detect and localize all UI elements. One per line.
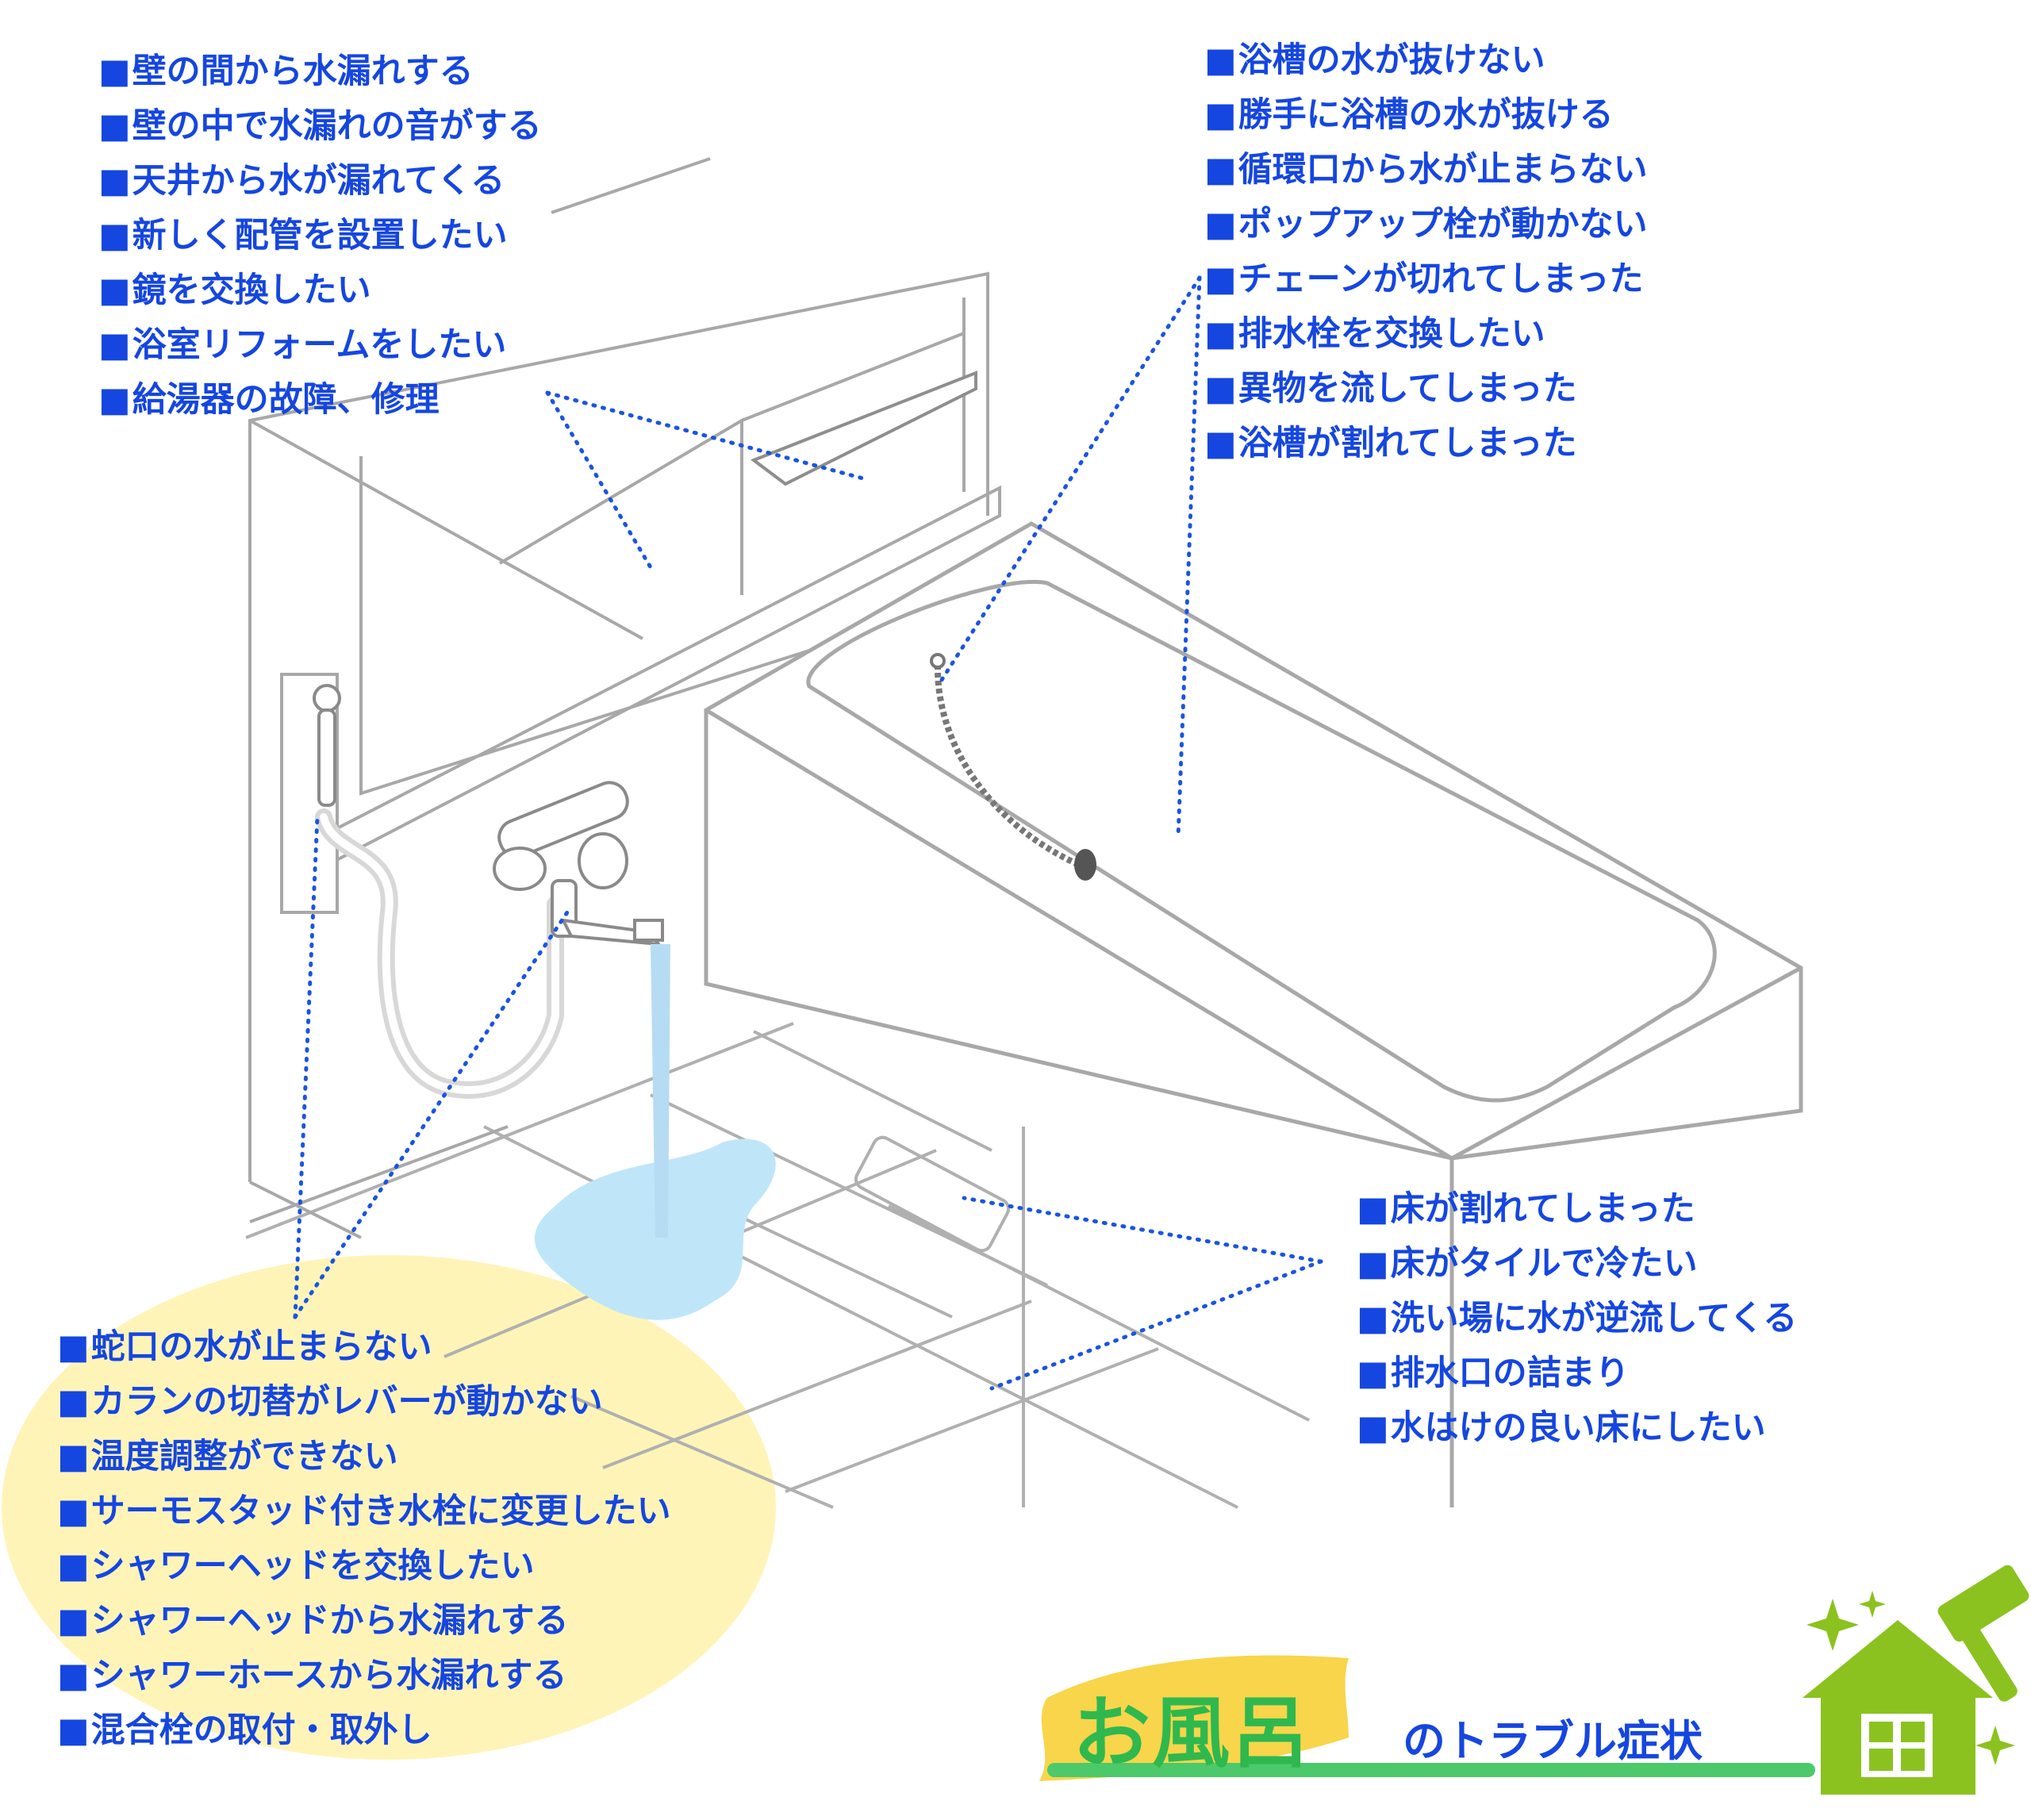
list-item: 排水口の詰まり (1357, 1346, 1797, 1401)
list-item: 洗い場に水が逆流してくる (1357, 1292, 1798, 1346)
list-item: 給湯器の故障、修理 (98, 373, 542, 428)
list-item: 混合栓の取付・取外し (57, 1703, 671, 1758)
floor-drain (854, 1135, 1011, 1253)
drain-stopper (1074, 849, 1096, 881)
list-item: シャワーヘッドを交換したい (57, 1539, 671, 1594)
hammer-icon (1937, 1565, 2029, 1702)
sparkle-icon (1806, 1591, 2015, 1765)
list-item: カランの切替がレバーが動かない (57, 1375, 671, 1430)
list-item: 床がタイルで冷たい (1357, 1237, 1797, 1292)
title-main: お風呂 (1073, 1688, 1311, 1779)
wall-shelf (750, 371, 977, 486)
list-item: 蛇口の水が止まらない (57, 1320, 671, 1375)
list-item: 温度調整ができない (57, 1430, 671, 1484)
floor-tiles (245, 1022, 1310, 1509)
list-item: シャワーホースから水漏れする (57, 1649, 671, 1703)
list-item: 壁の中で水漏れの音がする (98, 99, 542, 154)
title-brush (1039, 1655, 1349, 1781)
list-item: 浴室リフォームをしたい (98, 318, 542, 373)
list-item: 循環口から水が止まらない (1204, 143, 1648, 198)
bath-chain (934, 664, 1081, 868)
list-item: 鏡を交換したい (98, 263, 542, 318)
list-item: 排水栓を交換したい (1204, 307, 1648, 362)
bathtub (704, 521, 1803, 1507)
mixing-faucet (493, 781, 664, 946)
list-item: 浴槽が割れてしまった (1204, 417, 1648, 471)
house-icon (1803, 1620, 1993, 1795)
list-item: 異物を流してしまった (1204, 362, 1648, 417)
shower-head (313, 684, 341, 807)
list-item: ポップアップ栓が動かない (1204, 198, 1648, 252)
water-stream (651, 944, 670, 1238)
list-item: 新しく配管を設置したい (98, 209, 542, 263)
list-item: 床が割れてしまった (1357, 1182, 1797, 1237)
list-item: チェーンが切れてしまった (1204, 252, 1648, 307)
list-item: 天井から水が漏れてくる (98, 154, 542, 209)
title-sub: のトラブル症状 (1403, 1716, 1703, 1766)
list-item: サーモスタッド付き水栓に変更したい (57, 1484, 671, 1539)
wall-symptom-list: 壁の間から水漏れする 壁の中で水漏れの音がする 天井から水が漏れてくる 新しく配… (98, 44, 542, 428)
title-underline (1047, 1763, 1815, 1777)
bathtub-symptom-list: 浴槽の水が抜けない 勝手に浴槽の水が抜ける 循環口から水が止まらない ポップアッ… (1204, 33, 1648, 471)
leader-lines (293, 275, 1323, 1391)
faucet-symptom-list: 蛇口の水が止まらない カランの切替がレバーが動かない 温度調整ができない サーモ… (57, 1320, 671, 1758)
list-item: 浴槽の水が抜けない (1204, 33, 1648, 88)
list-item: シャワーヘッドから水漏れする (57, 1594, 671, 1649)
chain-anchor (930, 653, 946, 669)
list-item: 壁の間から水漏れする (98, 44, 542, 99)
floor-symptom-list: 床が割れてしまった 床がタイルで冷たい 洗い場に水が逆流してくる 排水口の詰まり… (1357, 1182, 1798, 1456)
water-puddle (534, 1138, 776, 1320)
list-item: 勝手に浴槽の水が抜ける (1204, 88, 1648, 143)
list-item: 水はけの良い床にしたい (1357, 1401, 1797, 1456)
